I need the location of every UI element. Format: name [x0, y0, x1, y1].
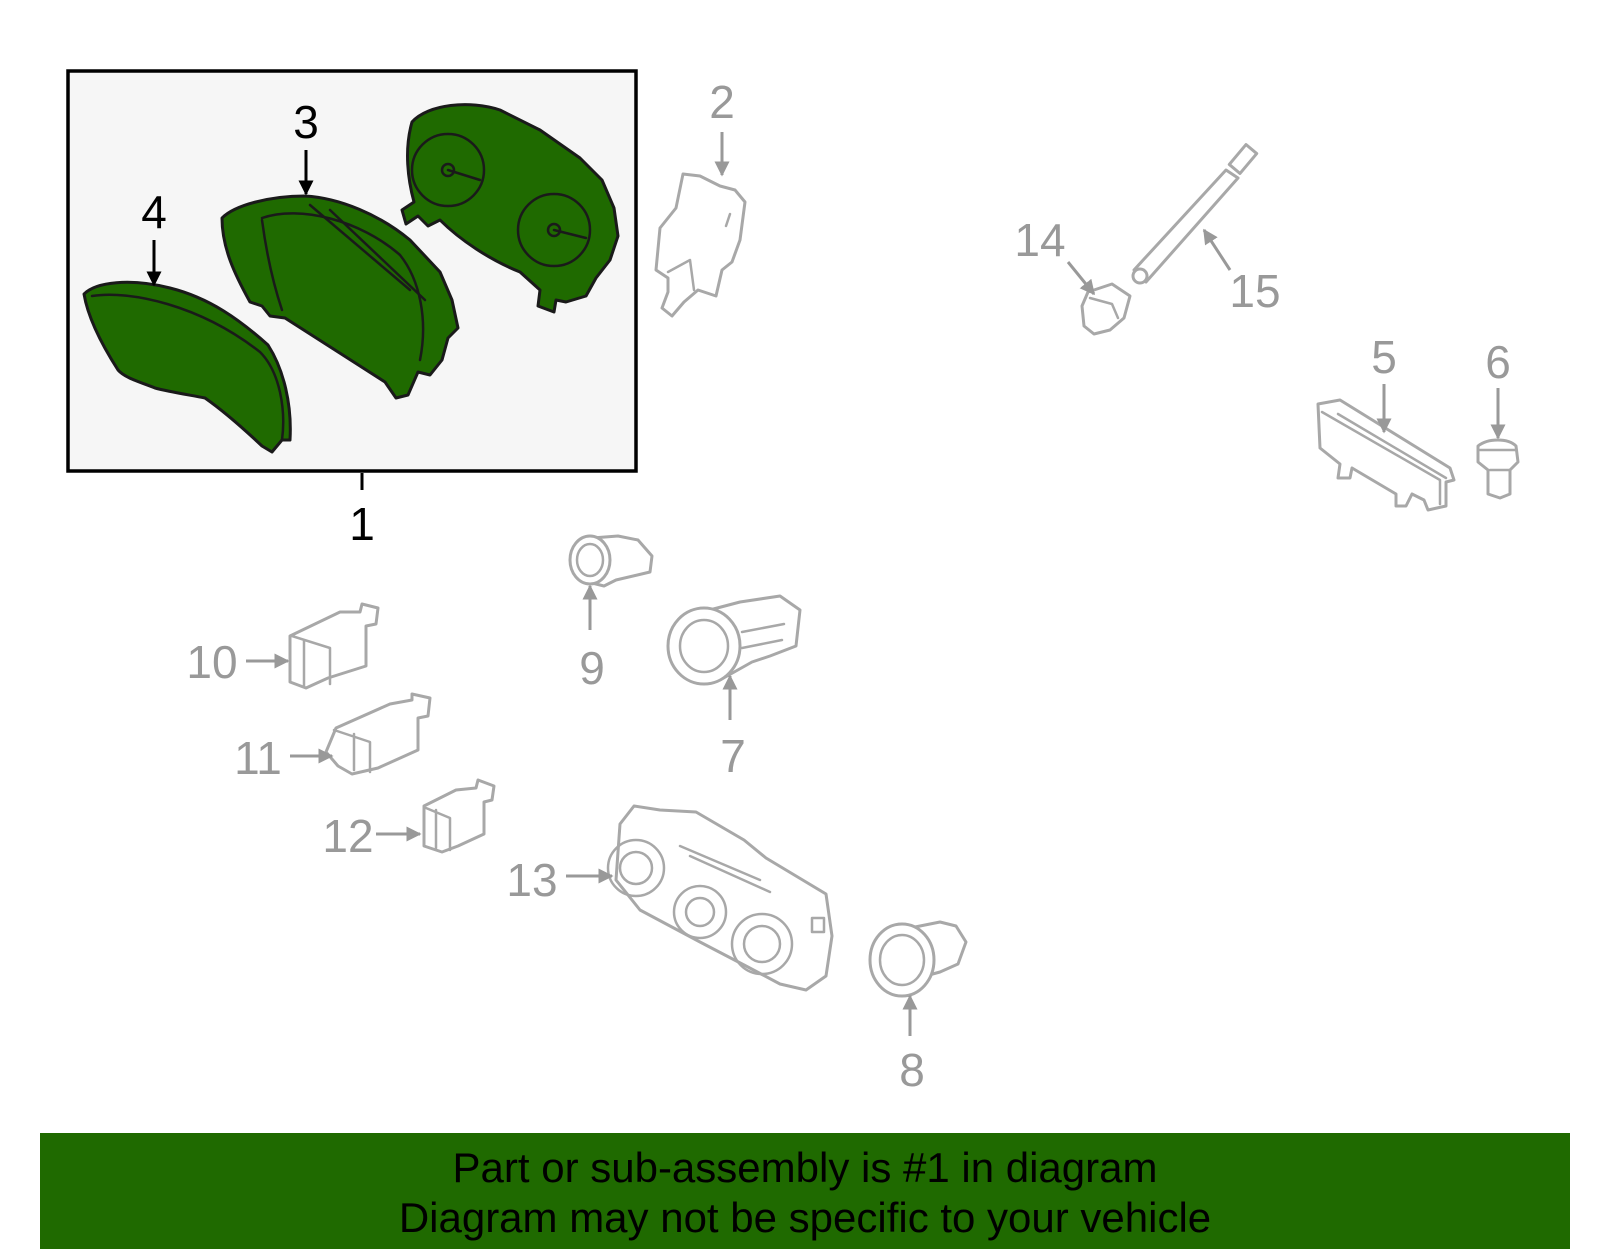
knob-part-7[interactable] — [666, 594, 802, 686]
callout-10[interactable]: 10 — [186, 636, 237, 688]
callout-6[interactable]: 6 — [1485, 336, 1511, 388]
info-banner: Part or sub-assembly is #1 in diagram Di… — [40, 1133, 1570, 1249]
callout-3[interactable]: 3 — [293, 96, 319, 148]
banner-line-1: Part or sub-assembly is #1 in diagram — [452, 1144, 1158, 1191]
switch-part-10[interactable] — [288, 602, 380, 690]
mask-part-3[interactable] — [220, 194, 460, 400]
switch-part-12[interactable] — [422, 778, 496, 854]
callout-9[interactable]: 9 — [579, 642, 605, 694]
switch-part-11[interactable] — [324, 692, 432, 776]
rod-part-15[interactable] — [1131, 143, 1259, 285]
clip-part-14[interactable] — [1080, 282, 1132, 336]
callout-5[interactable]: 5 — [1371, 331, 1397, 383]
callout-11[interactable]: 11 — [234, 732, 282, 784]
pin-part-6[interactable] — [1476, 438, 1520, 500]
leader-14 — [1066, 261, 1096, 296]
knob-part-9[interactable] — [568, 534, 654, 588]
knob-part-8[interactable] — [868, 920, 968, 998]
callout-12[interactable]: 12 — [322, 810, 373, 862]
callout-4[interactable]: 4 — [141, 186, 167, 238]
callout-13[interactable]: 13 — [506, 854, 557, 906]
climate-control-part-13[interactable] — [606, 804, 834, 992]
switch-panel-part-5[interactable] — [1316, 398, 1456, 512]
lens-part-4[interactable] — [82, 280, 292, 454]
callout-7[interactable]: 7 — [720, 730, 746, 782]
callout-2[interactable]: 2 — [709, 76, 735, 128]
callout-8[interactable]: 8 — [899, 1044, 925, 1096]
banner-line-2: Diagram may not be specific to your vehi… — [398, 1194, 1212, 1241]
callout-15[interactable]: 15 — [1229, 265, 1280, 317]
cluster-gauge-housing[interactable] — [400, 103, 620, 314]
bracket-part-2[interactable] — [654, 172, 747, 318]
callout-14[interactable]: 14 — [1014, 214, 1065, 266]
callout-1[interactable]: 1 — [349, 498, 375, 550]
leader-15 — [1202, 228, 1232, 271]
